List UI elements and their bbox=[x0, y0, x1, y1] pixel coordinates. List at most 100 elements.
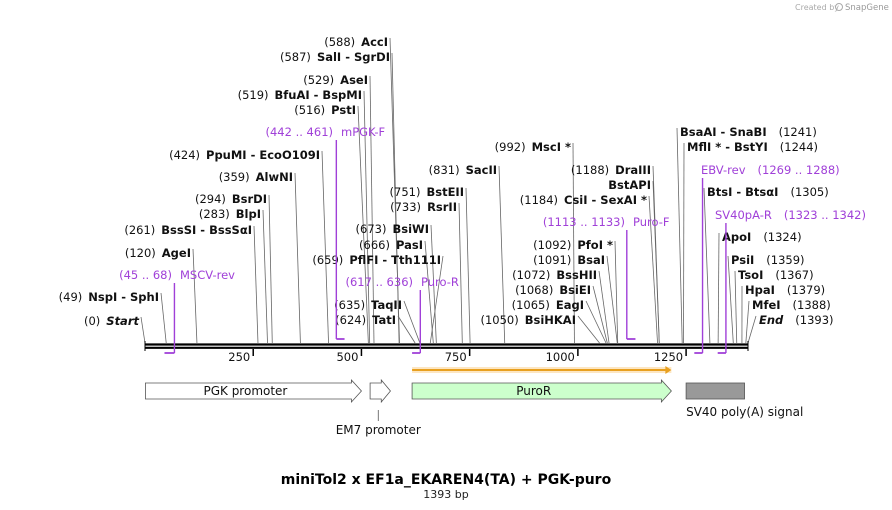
site-bsiwi: BsiWI (673) bbox=[356, 222, 429, 236]
site-name: PpuMI - EcoO109I bbox=[206, 148, 320, 162]
leader-line-pasi bbox=[424, 240, 434, 344]
leader-line-agei bbox=[192, 248, 198, 344]
site-position: (49) bbox=[59, 290, 83, 304]
leader-line-apoi bbox=[717, 232, 720, 344]
site-pfoi: PfoI *(1092) bbox=[533, 238, 613, 252]
site-name: MscI * bbox=[532, 140, 571, 154]
feature-label: PuroR bbox=[516, 384, 551, 398]
site-bfuai-bspmi: BfuAI - BspMI(519) bbox=[238, 88, 362, 102]
site-position: (1184) bbox=[520, 193, 558, 207]
orf-arrow bbox=[412, 366, 672, 374]
site-psti: PstI(516) bbox=[294, 103, 356, 117]
site-position: (673) bbox=[356, 222, 387, 236]
site-tsoi: TsoI (1367) bbox=[738, 268, 814, 282]
primer-puro-r: Puro-R(617 .. 636) bbox=[346, 275, 459, 354]
feature-puror: PuroR bbox=[411, 378, 672, 404]
site-position: (1241) bbox=[779, 125, 817, 139]
site-name: PfoI * bbox=[577, 238, 613, 252]
primer-name: MSCV-rev bbox=[180, 268, 235, 282]
site-mfli-bstyi: MflI * - BstYI(1244) bbox=[687, 140, 818, 154]
snapgene-credit: Created by SnapGene bbox=[795, 3, 889, 13]
primer-ebv-rev: EBV-rev(1269 .. 1288) bbox=[694, 163, 840, 354]
site-name: EagI bbox=[556, 298, 584, 312]
leader-line-bsshii bbox=[598, 270, 610, 344]
leader-line-bsteii bbox=[465, 187, 471, 344]
leader-line-bsiei bbox=[592, 285, 608, 344]
feature-em7-promoter: EM7 promoter bbox=[336, 378, 421, 437]
leader-line-msci bbox=[572, 142, 575, 344]
axis-tick-label: 1250 bbox=[654, 350, 683, 364]
site-name: BsrDI bbox=[232, 192, 267, 206]
site-mfei: MfeI(1388) bbox=[752, 298, 831, 312]
snapgene-logo-icon bbox=[835, 3, 843, 11]
site-name: Start bbox=[106, 314, 139, 328]
site-name: BstEII bbox=[426, 185, 464, 199]
site-position: (1379) bbox=[787, 283, 825, 297]
map-title: miniTol2 x EF1a_EKAREN4(TA) + PGK-puro bbox=[281, 472, 612, 488]
site-leader-lines bbox=[140, 37, 757, 344]
site-name: TatI bbox=[372, 313, 396, 327]
leader-line-pfoi bbox=[614, 240, 619, 344]
feature-sv40-poly-a-signal: SV40 poly(A) signal bbox=[685, 382, 803, 419]
leader-line-bsaai-snabi bbox=[676, 127, 683, 344]
site-end: End(1393) bbox=[759, 313, 834, 327]
leader-line-ppumi-ecoo109i bbox=[321, 150, 329, 344]
leader-line-start bbox=[140, 316, 146, 344]
site-name: AlwNI bbox=[256, 170, 293, 184]
site-position: (359) bbox=[219, 170, 250, 184]
site-name: PasI bbox=[396, 238, 423, 252]
leader-line-blpi bbox=[262, 209, 268, 344]
axis-tick-label: 1000 bbox=[546, 350, 575, 364]
leader-line-acci bbox=[389, 37, 400, 344]
site-position: (635) bbox=[334, 298, 365, 312]
site-position: (1367) bbox=[775, 268, 813, 282]
site-bsteii: BstEII(751) bbox=[390, 185, 464, 199]
credit-brand: SnapGene bbox=[845, 3, 889, 13]
site-nspi-sphi: NspI - SphI(49) bbox=[59, 290, 159, 304]
site-name: BtsI - BtsαI bbox=[707, 185, 778, 199]
site-position: (1305) bbox=[790, 185, 828, 199]
feature-arrow-shape bbox=[411, 378, 672, 404]
site-position: (424) bbox=[169, 148, 200, 162]
site-name: BssHII bbox=[556, 268, 597, 282]
site-name: BsiWI bbox=[392, 222, 429, 236]
site-name: MfeI bbox=[752, 298, 781, 312]
feature-box-shape bbox=[685, 382, 745, 400]
site-name: BssSI - BssSαI bbox=[161, 223, 252, 237]
primer-range: (1113 .. 1133) bbox=[543, 215, 625, 229]
primer-name: SV40pA-R bbox=[715, 208, 772, 222]
site-position: (294) bbox=[195, 192, 226, 206]
site-bsai: BsaI(1091) bbox=[533, 253, 605, 267]
site-position: (831) bbox=[429, 163, 460, 177]
primer-name: Puro-R bbox=[421, 275, 459, 289]
feature-arrow-shape bbox=[369, 378, 391, 404]
site-taqii: TaqII(635) bbox=[334, 298, 402, 312]
feature-label: EM7 promoter bbox=[336, 423, 421, 437]
site-pasi: PasI(666) bbox=[359, 238, 423, 252]
site-name: AgeI bbox=[162, 246, 191, 260]
site-bstapi: BstAPI bbox=[608, 178, 651, 192]
site-position: (1091) bbox=[533, 253, 571, 267]
site-bsshii: BssHII(1072) bbox=[512, 268, 597, 282]
primer-range: (1269 .. 1288) bbox=[758, 163, 840, 177]
site-btsi-bts-i: BtsI - BtsαI (1305) bbox=[707, 185, 829, 199]
site-name: SalI - SgrDI bbox=[317, 50, 390, 64]
leader-line-alwni bbox=[294, 172, 301, 344]
site-rsrii: RsrII(733) bbox=[390, 200, 457, 214]
site-name: TsoI bbox=[738, 268, 763, 282]
site-name: ApoI bbox=[722, 230, 751, 244]
site-ppumi-ecoo109i: PpuMI - EcoO109I (424) bbox=[169, 148, 320, 162]
primer-name: mPGK-F bbox=[341, 125, 385, 139]
site-position: (0) bbox=[84, 314, 100, 328]
site-blpi: BlpI(283) bbox=[199, 207, 261, 221]
leader-line-bsssi-bsss-i bbox=[253, 225, 259, 344]
site-position: (120) bbox=[125, 246, 156, 260]
site-name: End bbox=[759, 313, 784, 327]
site-name: RsrII bbox=[427, 200, 457, 214]
leader-line-bsihkai bbox=[577, 315, 600, 344]
leader-line-eagi bbox=[585, 300, 607, 344]
site-name: AseI bbox=[340, 73, 368, 87]
axis-tick-label: 750 bbox=[445, 350, 467, 364]
